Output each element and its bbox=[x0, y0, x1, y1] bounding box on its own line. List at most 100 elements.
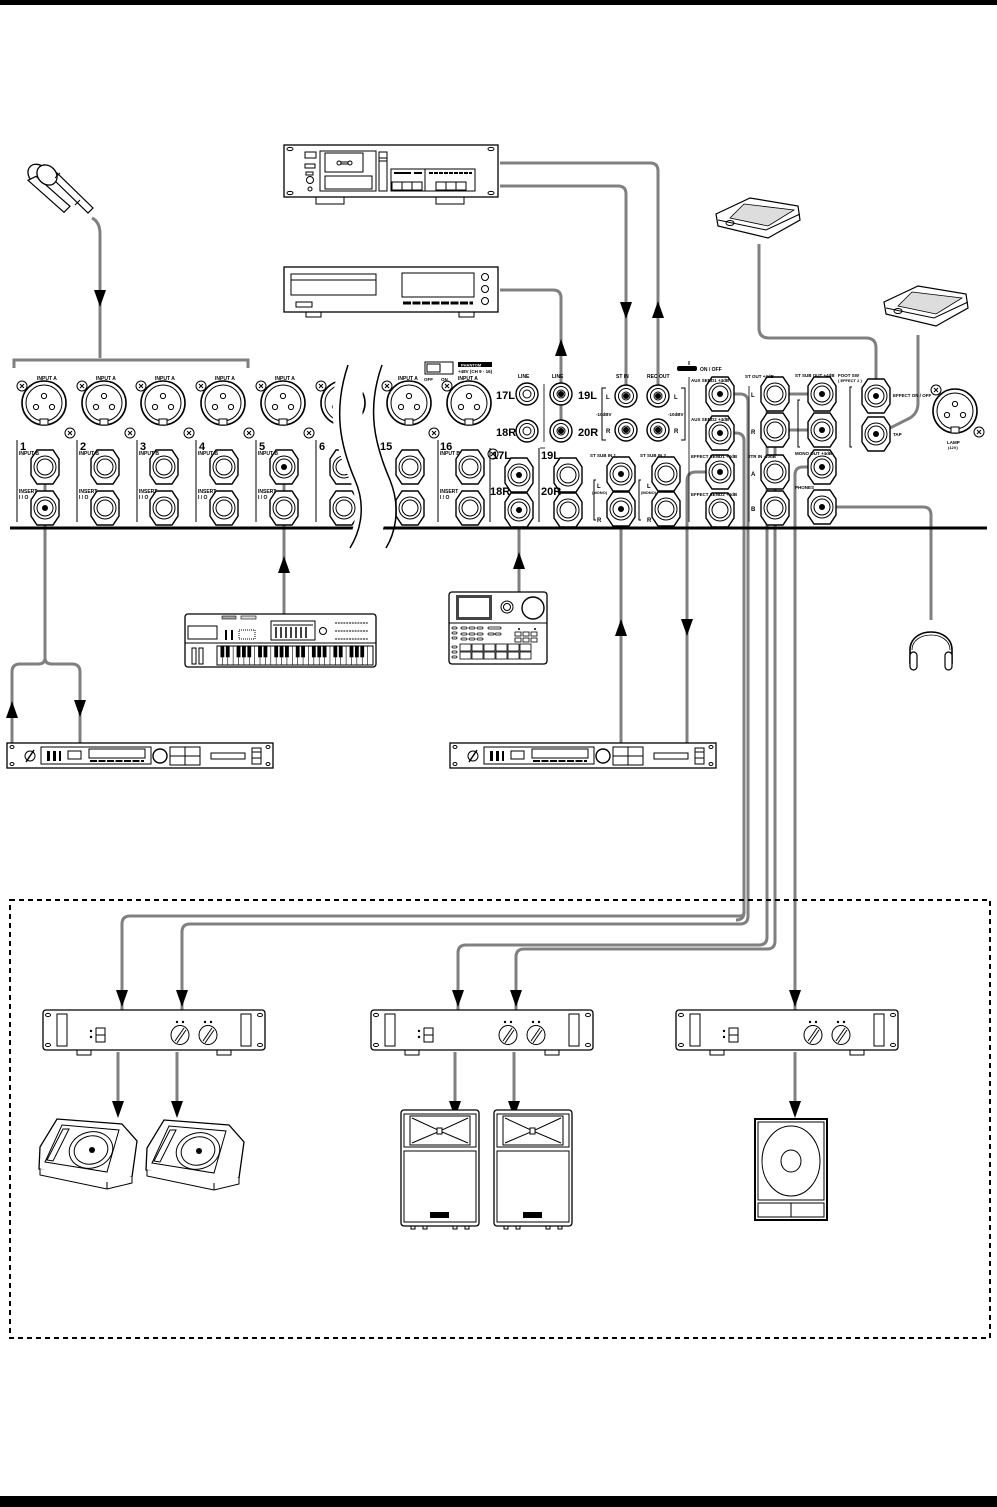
microphone-icon bbox=[26, 163, 94, 214]
input-17l-label: 17L bbox=[496, 390, 515, 402]
phantom-sub-label: +48V (CH 9 - 16) bbox=[458, 369, 493, 374]
lamp-label: LAMP bbox=[947, 440, 960, 445]
wedge-monitor-icon bbox=[145, 1119, 245, 1191]
lamp-connector: LAMP (12V) bbox=[930, 384, 985, 450]
xlr-input-ch1 bbox=[16, 380, 76, 439]
speaker-system-area bbox=[9, 899, 991, 1339]
line-inputs: LINE LINE 17L 18R 19L 20R bbox=[496, 374, 598, 449]
jack-18r-label: 18R bbox=[490, 486, 510, 498]
channel-label: 6 bbox=[319, 441, 325, 453]
wedge-monitor-icon bbox=[38, 1118, 138, 1190]
xlr-input-ch3 bbox=[135, 380, 195, 439]
foot-switch-jacks: FOOT SW ( EFFECT 2 ) EFFECT ON / OFF TAP bbox=[838, 373, 931, 452]
stereo-phone-jacks: 17L 18R 19L 20R bbox=[490, 450, 583, 528]
top-rule bbox=[0, 0, 997, 5]
black-key bbox=[322, 645, 327, 658]
input-b-label: INPUT B bbox=[198, 451, 218, 457]
input-b-label: INPUT B bbox=[440, 451, 460, 457]
r-label: R bbox=[606, 429, 611, 435]
input-a-label: INPUT A bbox=[215, 376, 235, 382]
channel-label: 16 bbox=[440, 441, 452, 453]
pa-speaker-icon bbox=[400, 1109, 480, 1230]
arrow-down-amp1-a bbox=[116, 990, 128, 1007]
l-label: L bbox=[647, 484, 651, 490]
insert-label: INSERT bbox=[139, 489, 157, 495]
jack-20r-label: 20R bbox=[541, 486, 561, 498]
r-label: R bbox=[674, 429, 679, 435]
power-switch-label: ON / OFF bbox=[677, 361, 722, 522]
cable-cassette-rec bbox=[500, 161, 660, 388]
phones-label: PHONES bbox=[795, 485, 814, 490]
input-a-label: INPUT A bbox=[155, 376, 175, 382]
xlr-input-ch2 bbox=[76, 380, 136, 439]
effect-send1-label: EFFECT SEND1 +4dB bbox=[691, 454, 738, 459]
xlr-input-ch5 bbox=[255, 380, 315, 439]
l-label: L bbox=[674, 395, 678, 401]
st-sub-in: ST SUB IN 1 ST SUB IN 2 L (MONO) R L (MO… bbox=[590, 453, 681, 527]
off-label: OFF bbox=[424, 377, 433, 382]
arrow-down-amp2-b bbox=[510, 990, 522, 1007]
r-label: R bbox=[597, 518, 602, 524]
xlr-input-ch4 bbox=[195, 380, 255, 439]
plug-insert-ch1 bbox=[42, 505, 48, 511]
arrow-up-insert-send bbox=[6, 701, 18, 718]
channel-label: 2 bbox=[80, 441, 86, 453]
black-key bbox=[225, 645, 230, 658]
effect-send2-label: EFFECT SEND2 +4dB bbox=[691, 492, 738, 497]
insert-label: INSERT bbox=[79, 489, 97, 495]
arrow-down-cassette bbox=[620, 302, 632, 319]
panel-break bbox=[332, 364, 397, 549]
black-key bbox=[311, 645, 316, 658]
st-sub-in2-label: ST SUB IN 2 bbox=[640, 453, 667, 458]
footswitch-icon bbox=[883, 285, 969, 327]
l-label: L bbox=[751, 393, 755, 399]
rack-effect-icon bbox=[6, 742, 274, 769]
a-label: A bbox=[751, 472, 756, 478]
arrow-down-sub bbox=[789, 1101, 801, 1118]
black-key bbox=[349, 645, 354, 658]
arrowheads bbox=[6, 290, 801, 1118]
cable-aux-send-1 bbox=[120, 911, 746, 1010]
foot-sw-sub-label: ( EFFECT 2 ) bbox=[838, 378, 862, 383]
line-label: LINE bbox=[552, 374, 564, 380]
input-b-label: INPUT B bbox=[258, 451, 278, 457]
black-key bbox=[333, 645, 338, 658]
insert-sub-label: I / O bbox=[139, 495, 149, 501]
rec-out-label: REC OUT bbox=[647, 374, 670, 380]
arrow-down-mic bbox=[94, 290, 106, 307]
cassette-deck-icon bbox=[283, 144, 499, 205]
insert-label: INSERT bbox=[19, 489, 37, 495]
insert-label: INSERT bbox=[440, 489, 458, 495]
power-amp-icon bbox=[42, 1009, 266, 1056]
aux-send2-label: AUX SEND2 +4dB bbox=[691, 417, 730, 422]
arrow-up-fx-return bbox=[615, 619, 627, 636]
arrow-up-rec-out bbox=[652, 301, 664, 318]
input-a-label: INPUT A bbox=[398, 376, 418, 382]
black-key bbox=[241, 645, 246, 658]
black-key bbox=[301, 645, 305, 658]
mono-label: (MONO) bbox=[641, 490, 657, 495]
cable-footswitch-effect bbox=[757, 244, 878, 396]
cable-st-sub-out-r bbox=[514, 940, 777, 1010]
cable-phones bbox=[822, 505, 933, 620]
st-sub-out-mono-phones: ST SUB OUT +4dB MONO OUT +4dB PHONES bbox=[795, 373, 837, 525]
channel-label: 15 bbox=[380, 441, 392, 453]
input-18r-label: 18R bbox=[496, 427, 516, 439]
pa-speaker-icon bbox=[493, 1109, 573, 1230]
foot-sw-label: FOOT SW bbox=[838, 373, 860, 378]
rack-effect-icon bbox=[449, 742, 717, 769]
on-label: ON bbox=[441, 377, 448, 382]
cable-footswitch-tap bbox=[877, 335, 920, 436]
insert-sub-label: I / O bbox=[19, 495, 29, 501]
black-key bbox=[247, 645, 252, 658]
channel-label: 3 bbox=[140, 441, 146, 453]
channel-label: 4 bbox=[199, 441, 206, 453]
st-sub-in1-label: ST SUB IN 1 bbox=[590, 453, 617, 458]
black-key bbox=[295, 645, 300, 658]
insert-label: INSERT bbox=[198, 489, 216, 495]
mixer-rear-panel: 1 2 3 4 5 6 15 16 INPUT A INPUT A INPUT … bbox=[10, 361, 987, 549]
cable-insert-return bbox=[43, 657, 82, 743]
arrow-down-wedge1 bbox=[112, 1101, 124, 1118]
input-a-bracket bbox=[12, 358, 250, 368]
effect-onoff-label: EFFECT ON / OFF bbox=[893, 393, 931, 398]
